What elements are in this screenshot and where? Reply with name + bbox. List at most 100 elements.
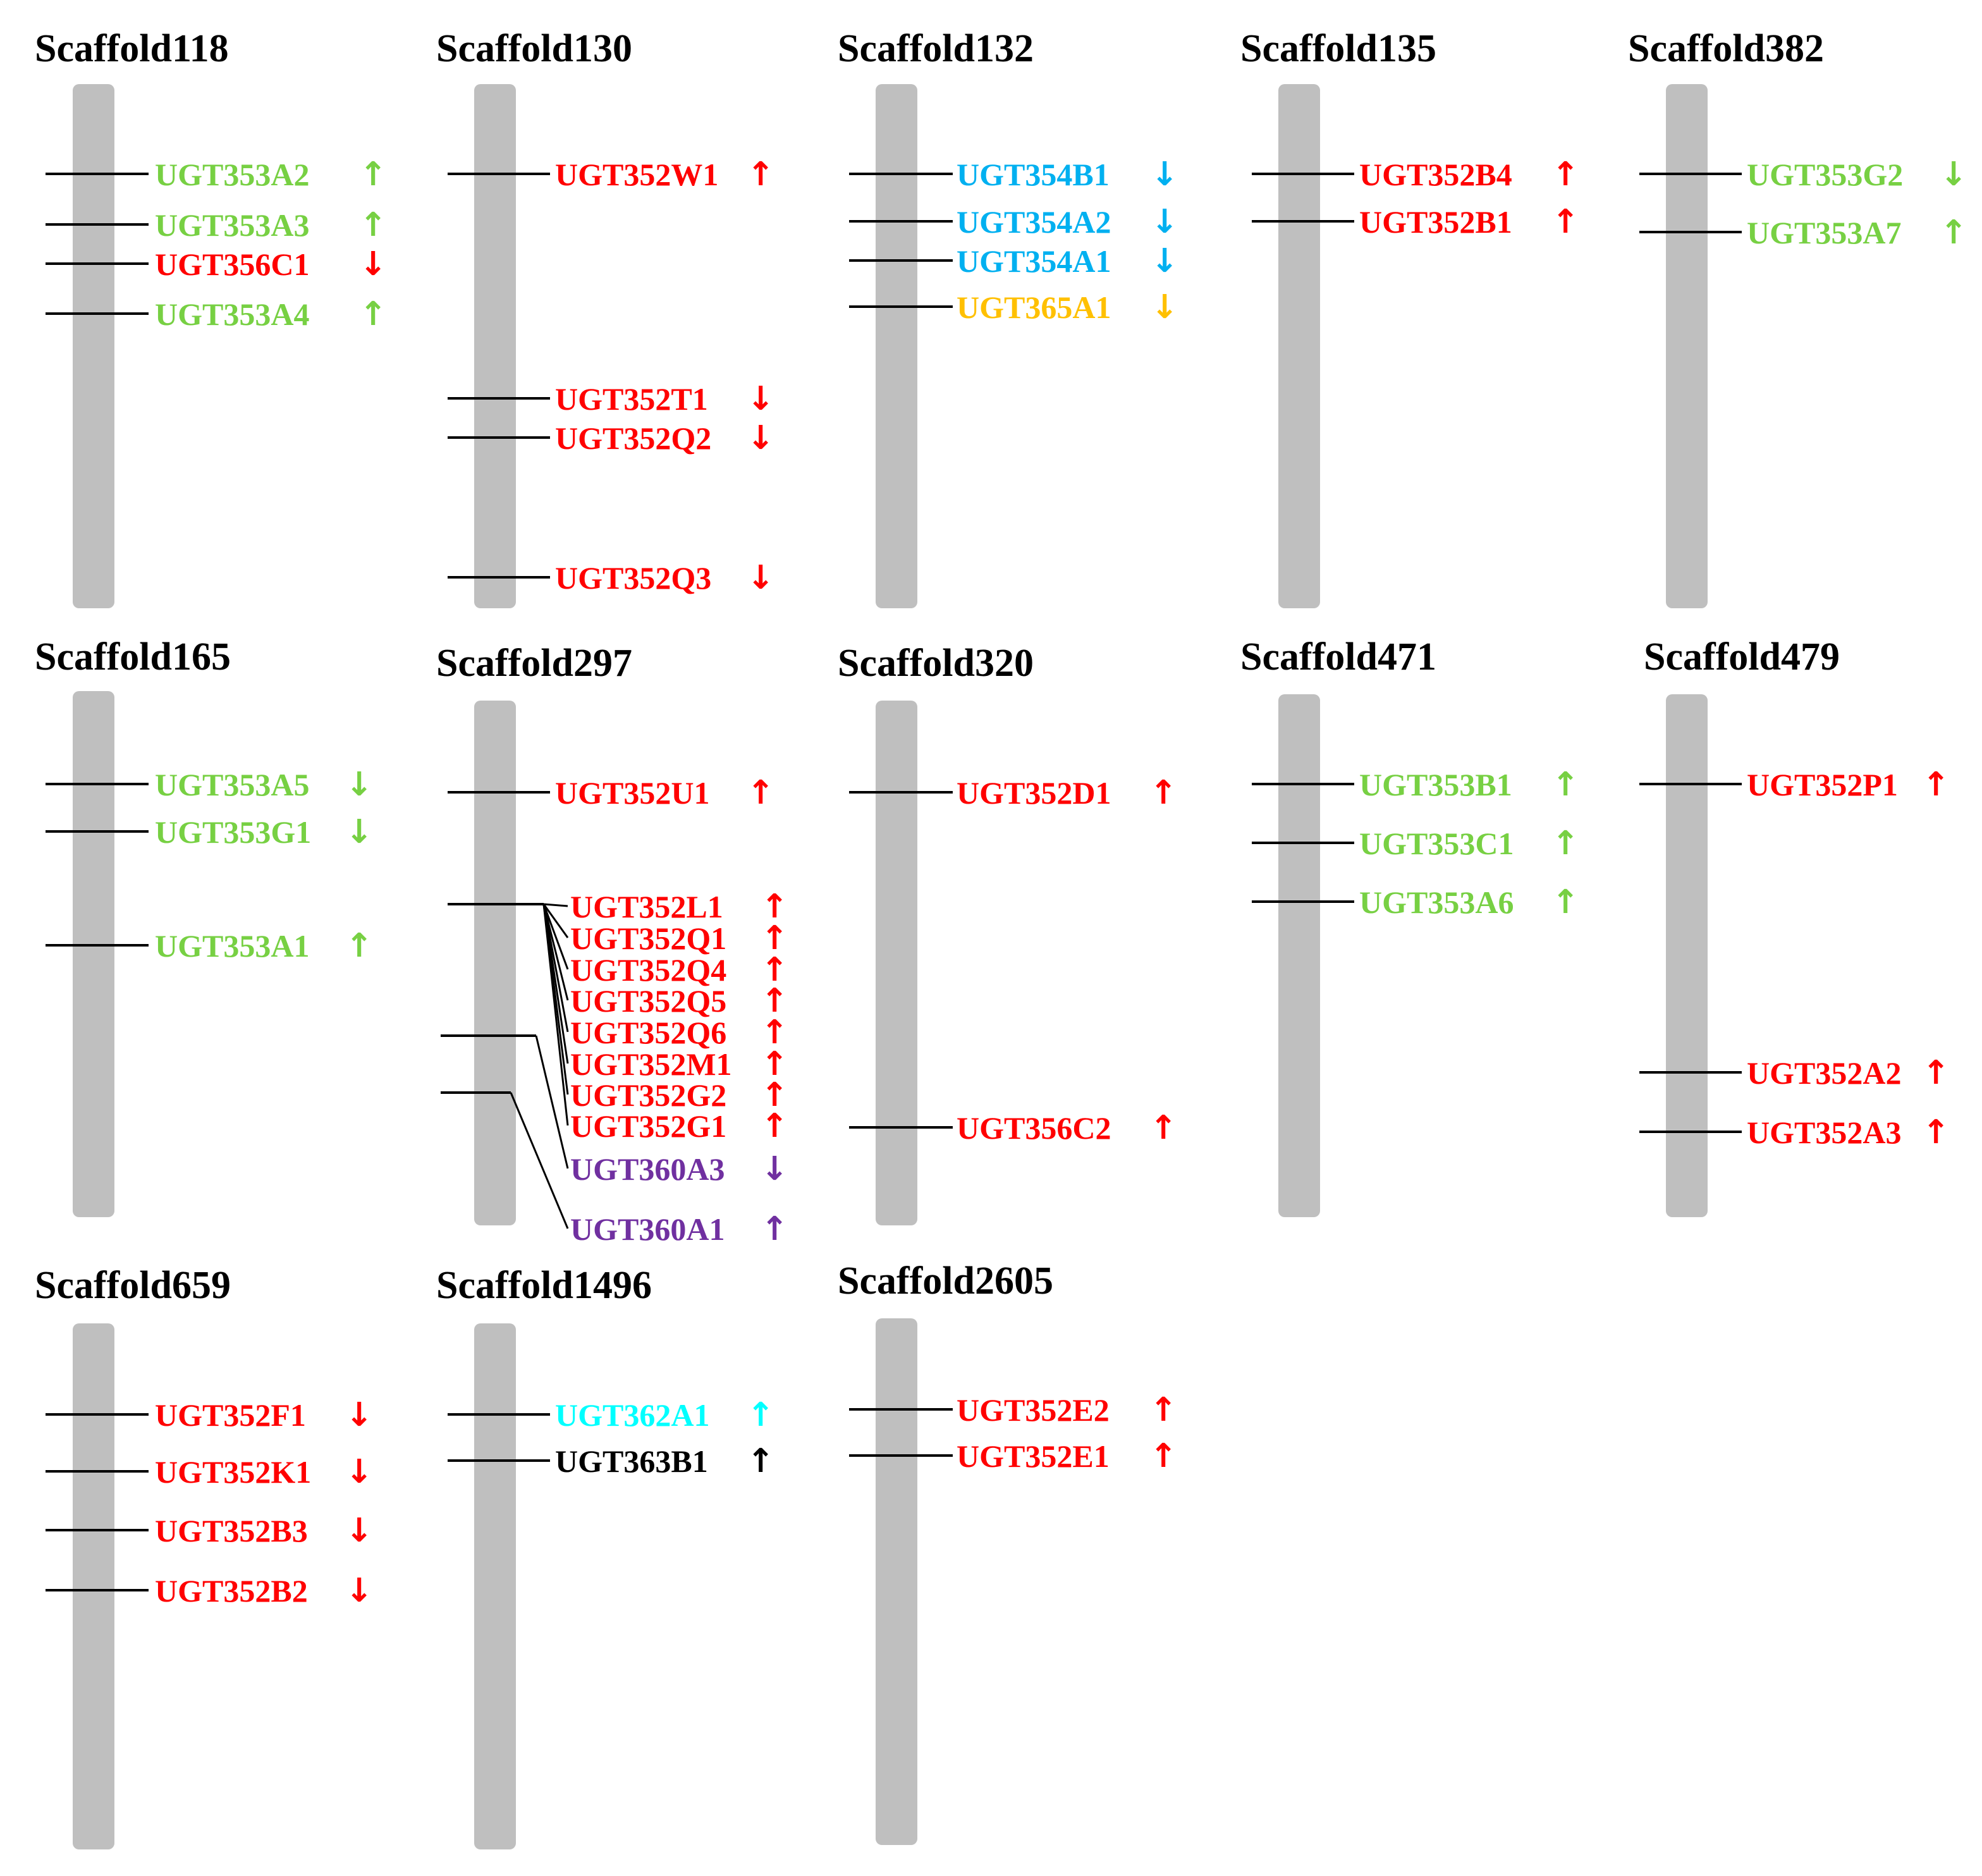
gene-label: UGT354B1: [957, 157, 1110, 192]
gene-label: UGT352D1: [957, 775, 1111, 811]
arrow-up-icon: ↑: [747, 774, 774, 812]
arrow-up-icon: ↑: [747, 1442, 774, 1480]
arrow-up-icon: ↑: [1922, 766, 1950, 804]
gene-label: UGT352F1: [155, 1397, 306, 1433]
arrow-up-icon: ↑: [1551, 156, 1579, 193]
gene-label: UGT352B3: [155, 1513, 308, 1548]
gene-connector-line: [542, 904, 569, 938]
gene-label: UGT352W1: [555, 157, 718, 192]
gene-label: UGT360A3: [570, 1151, 725, 1187]
scaffold-title: Scaffold2605: [838, 1260, 1053, 1303]
gene-connector-line: [542, 904, 569, 1126]
arrow-up-icon: ↑: [761, 1076, 788, 1114]
scaffold-bar: [474, 84, 516, 608]
scaffold-bar: [1278, 84, 1320, 608]
gene-label: UGT352Q2: [555, 420, 711, 456]
gene-label: UGT352B1: [1359, 204, 1512, 240]
arrow-up-icon: ↑: [761, 1210, 788, 1248]
arrow-up-icon: ↑: [1922, 1054, 1950, 1092]
gene-label: UGT353A4: [155, 297, 309, 332]
gene-label: UGT352T1: [555, 381, 708, 417]
gene-label: UGT352B4: [1359, 157, 1512, 192]
gene-label: UGT353A7: [1747, 215, 1901, 250]
scaffold-bar: [474, 1323, 516, 1849]
gene-label: UGT352A2: [1747, 1055, 1901, 1091]
arrow-up-icon: ↑: [1149, 1109, 1177, 1147]
scaffold-title: Scaffold165: [35, 635, 231, 678]
gene-label: UGT352Q3: [555, 560, 711, 596]
arrow-up-icon: ↑: [761, 951, 788, 989]
scaffold-scaffold132: Scaffold132UGT354B1↓UGT354A2↓UGT354A1↓UG…: [838, 27, 1178, 608]
gene-label: UGT352K1: [155, 1454, 311, 1490]
scaffold-bar: [474, 701, 516, 1225]
gene-label: UGT352Q1: [570, 921, 726, 956]
arrow-down-icon: ↓: [359, 245, 387, 283]
scaffold-title: Scaffold135: [1240, 27, 1436, 70]
scaffold-title: Scaffold1496: [436, 1264, 652, 1307]
scaffold-title: Scaffold471: [1240, 635, 1436, 678]
gene-label: UGT353G2: [1747, 157, 1903, 192]
arrow-up-icon: ↑: [1149, 774, 1177, 812]
scaffold-title: Scaffold659: [35, 1264, 231, 1307]
gene-label: UGT352E1: [957, 1438, 1110, 1474]
arrow-down-icon: ↓: [1151, 156, 1178, 193]
gene-label: UGT352B2: [155, 1573, 308, 1609]
scaffold-title: Scaffold118: [35, 27, 229, 70]
scaffold-bar: [1666, 84, 1708, 608]
arrow-up-icon: ↑: [1551, 825, 1579, 862]
scaffold-bar: [1666, 694, 1708, 1217]
gene-label: UGT353A2: [155, 157, 309, 192]
arrow-up-icon: ↑: [1922, 1113, 1950, 1151]
arrow-down-icon: ↓: [747, 380, 774, 418]
arrow-up-icon: ↑: [747, 1396, 774, 1434]
arrow-down-icon: ↓: [345, 813, 373, 851]
gene-connector-line: [510, 1092, 569, 1229]
arrow-up-icon: ↑: [761, 982, 788, 1020]
arrow-down-icon: ↓: [345, 766, 373, 804]
arrow-up-icon: ↑: [359, 156, 387, 193]
gene-label: UGT352Q6: [570, 1015, 726, 1050]
scaffold-scaffold297: Scaffold297UGT352U1↑UGT352L1↑UGT352Q1↑UG…: [436, 642, 788, 1248]
arrow-up-icon: ↑: [1551, 203, 1579, 241]
scaffold-bar: [876, 1318, 917, 1845]
arrow-up-icon: ↑: [761, 1107, 788, 1145]
gene-label: UGT352P1: [1747, 767, 1898, 802]
arrow-down-icon: ↓: [345, 1512, 373, 1550]
arrow-up-icon: ↑: [761, 888, 788, 926]
gene-connector-line: [543, 903, 568, 907]
scaffold-title: Scaffold382: [1628, 27, 1824, 70]
arrow-up-icon: ↑: [761, 1014, 788, 1051]
gene-label: UGT352Q5: [570, 983, 726, 1019]
scaffold-scaffold659: Scaffold659UGT352F1↓UGT352K1↓UGT352B3↓UG…: [35, 1264, 373, 1849]
scaffold-bar: [876, 84, 917, 608]
arrow-up-icon: ↑: [359, 206, 387, 244]
gene-label: UGT353A3: [155, 207, 309, 243]
gene-label: UGT353A1: [155, 928, 309, 964]
scaffold-title: Scaffold130: [436, 27, 632, 70]
gene-label: UGT352E2: [957, 1392, 1110, 1428]
arrow-down-icon: ↓: [747, 559, 774, 597]
gene-label: UGT354A2: [957, 204, 1111, 240]
scaffold-bar: [73, 691, 114, 1217]
arrow-down-icon: ↓: [345, 1572, 373, 1610]
arrow-up-icon: ↑: [747, 156, 774, 193]
scaffold-scaffold118: Scaffold118UGT353A2↑UGT353A3↑UGT356C1↓UG…: [35, 27, 387, 608]
gene-label: UGT353B1: [1359, 767, 1512, 802]
arrow-down-icon: ↓: [747, 419, 774, 457]
scaffold-title: Scaffold132: [838, 27, 1034, 70]
gene-label: UGT352G1: [570, 1108, 726, 1144]
gene-label: UGT356C2: [957, 1110, 1111, 1146]
scaffold-title: Scaffold297: [436, 642, 632, 685]
gene-connector-line: [542, 904, 569, 1001]
gene-label: UGT353G1: [155, 814, 311, 850]
arrow-down-icon: ↓: [761, 1150, 788, 1188]
gene-label: UGT362A1: [555, 1397, 709, 1433]
